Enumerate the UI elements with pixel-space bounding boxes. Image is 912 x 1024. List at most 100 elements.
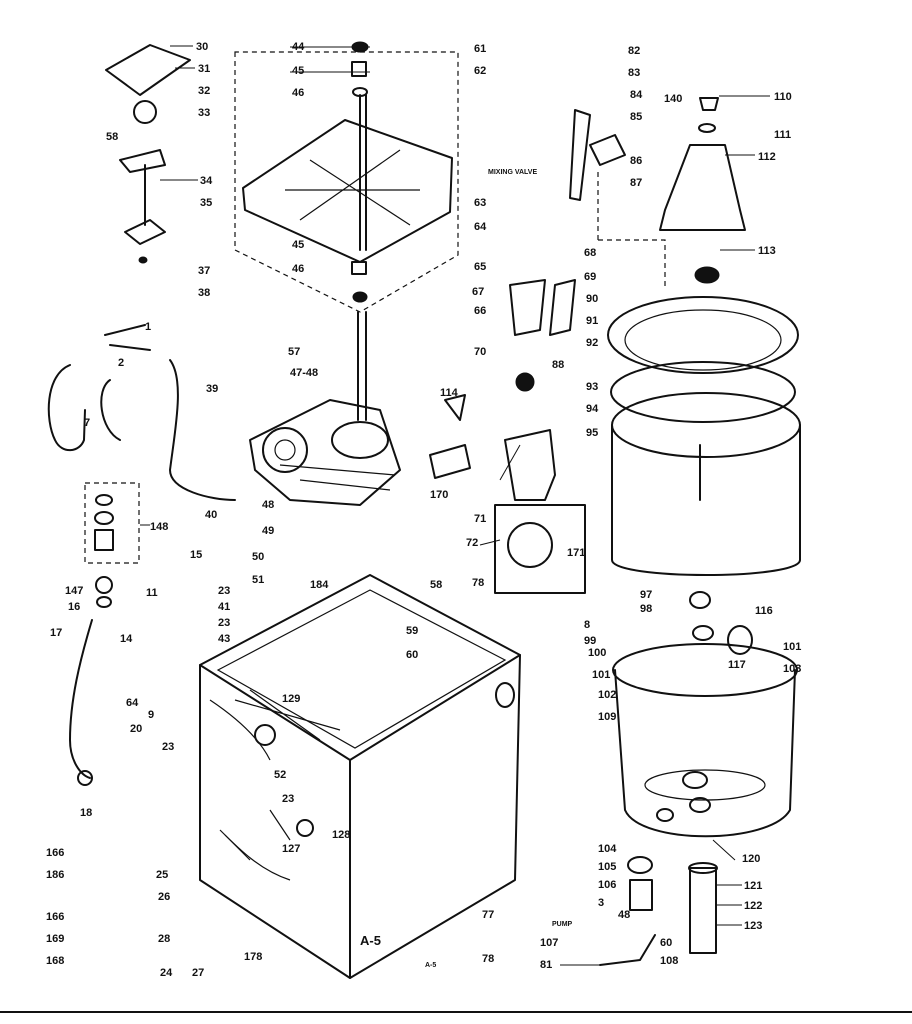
label-70: 70 — [474, 346, 486, 358]
label-60: 60 — [406, 649, 418, 661]
label-11: 11 — [146, 587, 158, 599]
label-49: 49 — [262, 525, 274, 537]
label-15: 15 — [190, 549, 202, 561]
cabinet — [199, 574, 521, 979]
label-66: 66 — [474, 305, 486, 317]
label-67: 67 — [472, 286, 484, 298]
label-178: 178 — [244, 951, 262, 963]
label-109: 109 — [598, 711, 616, 723]
label-166b: 166 — [46, 911, 64, 923]
label-8: 8 — [584, 619, 590, 631]
label-101a: 101 — [592, 669, 610, 681]
label-31: 31 — [198, 63, 210, 75]
label-129: 129 — [282, 693, 300, 705]
label-47-48: 47-48 — [290, 367, 318, 379]
label-25: 25 — [156, 869, 168, 881]
label-58b: 58 — [430, 579, 442, 591]
label-171: 171 — [567, 547, 585, 559]
label-108: 108 — [660, 955, 678, 967]
label-122: 122 — [744, 900, 762, 912]
figure-code: A-5 — [360, 933, 381, 948]
label-7: 7 — [84, 417, 90, 429]
label-23d: 23 — [282, 793, 294, 805]
label-23c: 23 — [162, 741, 174, 753]
label-65: 65 — [474, 261, 486, 273]
label-116: 116 — [755, 605, 773, 617]
label-64: 64 — [474, 221, 487, 233]
label-17: 17 — [50, 627, 62, 639]
label-68: 68 — [584, 247, 596, 259]
valve-stack — [84, 44, 191, 608]
label-33: 33 — [198, 107, 210, 119]
label-44: 44 — [292, 41, 305, 53]
label-147: 147 — [65, 585, 83, 597]
part-labels: 30 31 32 33 58 34 35 44 45 46 45 46 61 6… — [46, 41, 801, 979]
label-48b: 48 — [618, 909, 630, 921]
transmission — [249, 311, 401, 506]
label-168: 168 — [46, 955, 64, 967]
label-3: 3 — [598, 897, 604, 909]
label-45a: 45 — [292, 65, 304, 77]
label-43: 43 — [218, 633, 230, 645]
label-117: 117 — [728, 659, 746, 671]
label-100: 100 — [588, 647, 606, 659]
label-mixing-valve: MIXING VALVE — [488, 169, 537, 176]
label-69: 69 — [584, 271, 596, 283]
hoses — [47, 324, 236, 786]
label-120: 120 — [742, 853, 760, 865]
label-85: 85 — [630, 111, 642, 123]
label-30: 30 — [196, 41, 208, 53]
label-35: 35 — [200, 197, 212, 209]
label-107: 107 — [540, 937, 558, 949]
label-63: 63 — [474, 197, 486, 209]
label-83: 83 — [628, 67, 640, 79]
label-90: 90 — [586, 293, 598, 305]
label-pump: PUMP — [552, 921, 573, 928]
label-62: 62 — [474, 65, 486, 77]
label-64b: 64 — [126, 697, 139, 709]
label-32: 32 — [198, 85, 210, 97]
label-16: 16 — [68, 601, 80, 613]
mount-plate — [234, 41, 459, 313]
label-59: 59 — [406, 625, 418, 637]
label-82: 82 — [628, 45, 640, 57]
small-code: A-5 — [425, 962, 436, 969]
label-88: 88 — [552, 359, 564, 371]
label-169: 169 — [46, 933, 64, 945]
label-46b: 46 — [292, 263, 304, 275]
label-166a: 166 — [46, 847, 64, 859]
label-2: 2 — [118, 357, 124, 369]
label-140: 140 — [664, 93, 682, 105]
leader-lines — [140, 45, 770, 966]
label-52: 52 — [274, 769, 286, 781]
label-87: 87 — [630, 177, 642, 189]
label-77: 77 — [482, 909, 494, 921]
label-103: 103 — [783, 663, 801, 675]
label-46a: 46 — [292, 87, 304, 99]
label-111: 111 — [774, 129, 791, 141]
label-102: 102 — [598, 689, 616, 701]
label-101b: 101 — [783, 641, 801, 653]
label-184: 184 — [310, 579, 329, 591]
label-106: 106 — [598, 879, 616, 891]
label-57: 57 — [288, 346, 300, 358]
label-97: 97 — [640, 589, 652, 601]
label-148: 148 — [150, 521, 168, 533]
label-84: 84 — [630, 89, 643, 101]
label-41: 41 — [218, 601, 230, 613]
label-20: 20 — [130, 723, 142, 735]
label-28: 28 — [158, 933, 170, 945]
label-95: 95 — [586, 427, 598, 439]
label-94: 94 — [586, 403, 599, 415]
label-91: 91 — [586, 315, 598, 327]
label-114: 114 — [440, 387, 459, 399]
label-60b: 60 — [660, 937, 672, 949]
label-99: 99 — [584, 635, 596, 647]
label-24: 24 — [160, 967, 173, 979]
label-78a: 78 — [472, 577, 484, 589]
label-104: 104 — [598, 843, 617, 855]
label-23a: 23 — [218, 585, 230, 597]
label-128: 128 — [332, 829, 350, 841]
label-45b: 45 — [292, 239, 304, 251]
center-pump-motor — [429, 109, 626, 594]
